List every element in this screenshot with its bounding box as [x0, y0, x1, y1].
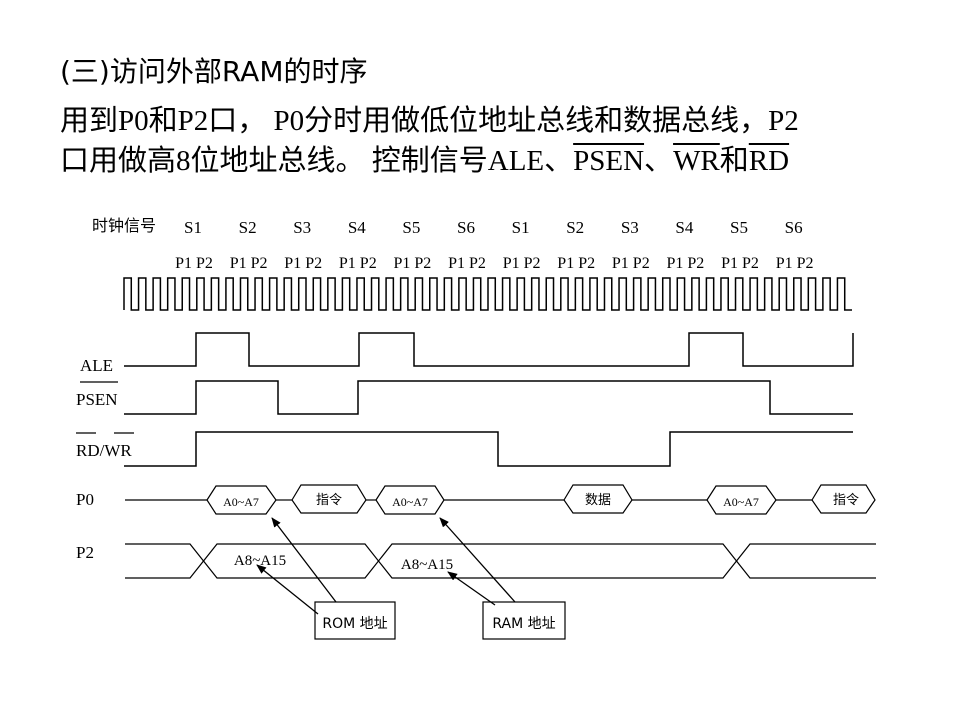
- description-line-1-text: 用到P0和P2口， P0分时用做低位地址总线和数据总线，P2: [60, 105, 799, 137]
- callout-arrows: [256, 517, 516, 615]
- state-label: S5: [730, 218, 748, 237]
- p0-segment-data: [563, 484, 633, 514]
- separator: 、: [644, 145, 674, 177]
- ram-to-p0-arrow: [439, 517, 516, 603]
- state-label: S3: [621, 218, 639, 237]
- phase-label: P1 P2: [175, 255, 213, 272]
- phase-label: P1 P2: [339, 255, 377, 272]
- p2-address-label: A8~A15: [401, 557, 453, 573]
- psen-waveform: [124, 380, 853, 415]
- p0-segment-address: [206, 485, 277, 515]
- phase-label: P1 P2: [284, 255, 322, 272]
- p0-bus: [125, 484, 876, 515]
- rd-signal-name: RD: [748, 145, 790, 177]
- p0-segment-address: [375, 485, 445, 515]
- phase-label: P1 P2: [394, 255, 432, 272]
- description-line-1: 用到P0和P2口， P0分时用做低位地址总线和数据总线，P2: [60, 97, 799, 139]
- psen-signal-name: PSEN: [573, 145, 645, 177]
- p0-segment-instruction: [811, 484, 876, 514]
- description-line-2: 口用做高8位地址总线。 控制信号ALE、PSEN、WR和RD: [60, 137, 789, 179]
- slide-title: (三)访问外部RAM的时序: [60, 55, 368, 88]
- state-label: S1: [184, 218, 202, 237]
- p0-box-label: A0~A7: [723, 495, 759, 509]
- phase-label: P1 P2: [557, 255, 595, 272]
- wr-signal-name: WR: [673, 145, 720, 177]
- state-label: S5: [402, 218, 420, 237]
- p2-signal-label: P2: [76, 543, 94, 562]
- p2-bus: [125, 543, 876, 579]
- state-labels: S1 S2 S3 S4 S5 S6 S1 S2 S3 S4 S5 S6: [184, 218, 803, 237]
- phase-label: P1 P2: [776, 255, 814, 272]
- phase-label: P1 P2: [612, 255, 650, 272]
- rom-to-p2-arrow: [256, 564, 319, 615]
- conjunction: 和: [719, 145, 749, 177]
- state-label: S2: [239, 218, 257, 237]
- state-label: S6: [785, 218, 803, 237]
- state-label: S4: [675, 218, 693, 237]
- psen-signal-label: PSEN: [76, 390, 118, 409]
- p0-box-label: A0~A7: [223, 495, 259, 509]
- phase-label: P1 P2: [667, 255, 705, 272]
- phase-label: P1 P2: [230, 255, 268, 272]
- state-label: S3: [293, 218, 311, 237]
- state-label: S1: [512, 218, 530, 237]
- phase-labels: P1 P2 P1 P2 P1 P2 P1 P2 P1 P2 P1 P2 P1 P2 P1 P2…: [175, 255, 813, 272]
- phase-label: P1 P2: [448, 255, 486, 272]
- rom-address-callout-label: ROM 地址: [322, 616, 387, 632]
- clock-signal-label: 时钟信号: [92, 216, 156, 235]
- p0-box-label: A0~A7: [392, 495, 428, 509]
- clock-waveform: [123, 277, 852, 311]
- ram-address-callout-label: RAM 地址: [492, 616, 555, 632]
- state-label: S6: [457, 218, 475, 237]
- state-label: S2: [566, 218, 584, 237]
- p0-signal-label: P0: [76, 490, 94, 509]
- p0-box-label: 指令: [833, 493, 859, 508]
- rdwr-signal-label: RD/WR: [76, 441, 132, 460]
- description-line-2-text: 口用做高8位地址总线。 控制信号ALE、: [60, 145, 574, 177]
- p2-address-label: A8~A15: [234, 553, 286, 569]
- ale-waveform: [124, 332, 854, 367]
- phase-label: P1 P2: [721, 255, 759, 272]
- p0-segment-address: [706, 485, 777, 515]
- ram-to-p2-arrow: [447, 571, 496, 606]
- ram-address-callout-box: [482, 601, 566, 640]
- ale-signal-label: ALE: [80, 356, 113, 375]
- p2-bus-line: [125, 543, 876, 579]
- phase-label: P1 P2: [503, 255, 541, 272]
- rdwr-waveform: [124, 431, 853, 467]
- rom-to-p0-arrow: [271, 517, 337, 603]
- p0-box-label: 数据: [585, 493, 611, 508]
- p0-box-label: 指令: [316, 493, 342, 508]
- p0-segment-instruction: [291, 484, 367, 514]
- state-label: S4: [348, 218, 366, 237]
- rom-address-callout-box: [314, 601, 396, 640]
